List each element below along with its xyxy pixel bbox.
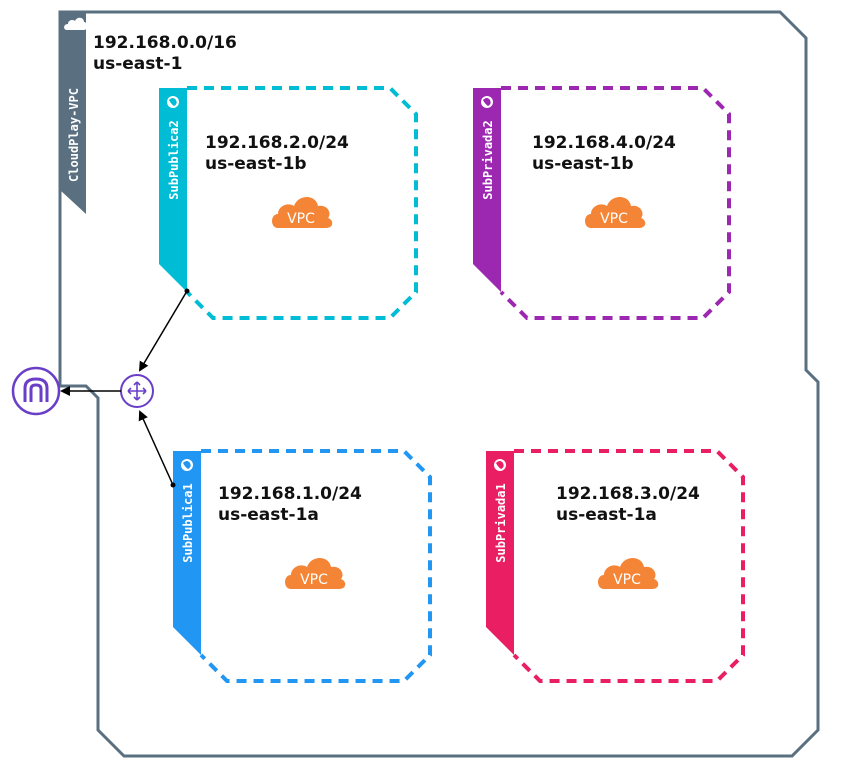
subnet-tag-band <box>473 88 501 292</box>
vpc-tag-band <box>60 12 86 214</box>
subnet-cidr: 192.168.4.0/24 <box>532 133 676 153</box>
globe-icon <box>181 459 193 471</box>
cloud-icon <box>64 17 87 30</box>
router-icon <box>120 374 154 408</box>
subnet-border <box>185 86 418 320</box>
globe-icon <box>481 96 493 108</box>
subnet-tag-band <box>486 451 514 655</box>
edge-subpublica1-to-router <box>138 410 174 486</box>
vpc-icon: VPC <box>285 558 346 589</box>
subnet-name: SubPrivada2 <box>481 120 495 199</box>
subnet-subprivada2: SubPrivada2 192.168.4.0/24 us-east-1b VP… <box>473 86 731 320</box>
subnet-cidr: 192.168.2.0/24 <box>205 133 349 153</box>
subnet-subprivada1: SubPrivada1 192.168.3.0/24 us-east-1a VP… <box>486 449 745 683</box>
subnet-az: us-east-1a <box>218 505 319 525</box>
edge-subpublica2-to-router <box>138 290 188 372</box>
vpc-region: us-east-1 <box>93 54 182 74</box>
subnet-tag-band <box>173 451 201 655</box>
vpc-icon: VPC <box>585 197 646 228</box>
subnet-tag-band <box>159 88 187 292</box>
subnet-cidr: 192.168.1.0/24 <box>218 484 362 504</box>
globe-icon <box>494 459 506 471</box>
vpc-icon-label: VPC <box>600 211 628 227</box>
vpc-icon: VPC <box>272 197 333 228</box>
subnet-name: SubPublica1 <box>181 483 195 562</box>
subnet-subpublica2: SubPublica2 192.168.2.0/24 us-east-1b VP… <box>159 86 418 320</box>
subnet-border <box>512 449 745 683</box>
vpc-icon-label: VPC <box>300 572 328 588</box>
subnet-az: us-east-1b <box>532 154 634 174</box>
subnet-az: us-east-1b <box>205 154 307 174</box>
vpc-icon-label: VPC <box>287 211 315 227</box>
vpc-cidr: 192.168.0.0/16 <box>93 33 237 53</box>
subnet-az: us-east-1a <box>556 505 657 525</box>
subnet-cidr: 192.168.3.0/24 <box>556 484 700 504</box>
vpc-name: CloudPlay-VPC <box>67 88 81 182</box>
subnet-subpublica1: SubPublica1 192.168.1.0/24 us-east-1a VP… <box>173 449 432 683</box>
vpc-icon: VPC <box>598 558 659 589</box>
subnet-border <box>499 86 731 320</box>
internet-gateway-icon <box>11 366 61 416</box>
subnet-name: SubPublica2 <box>167 120 181 199</box>
vpc-icon-label: VPC <box>613 572 641 588</box>
subnet-name: SubPrivada1 <box>494 483 508 562</box>
globe-icon <box>167 96 179 108</box>
subnet-border <box>199 449 432 683</box>
connectors <box>60 288 190 488</box>
